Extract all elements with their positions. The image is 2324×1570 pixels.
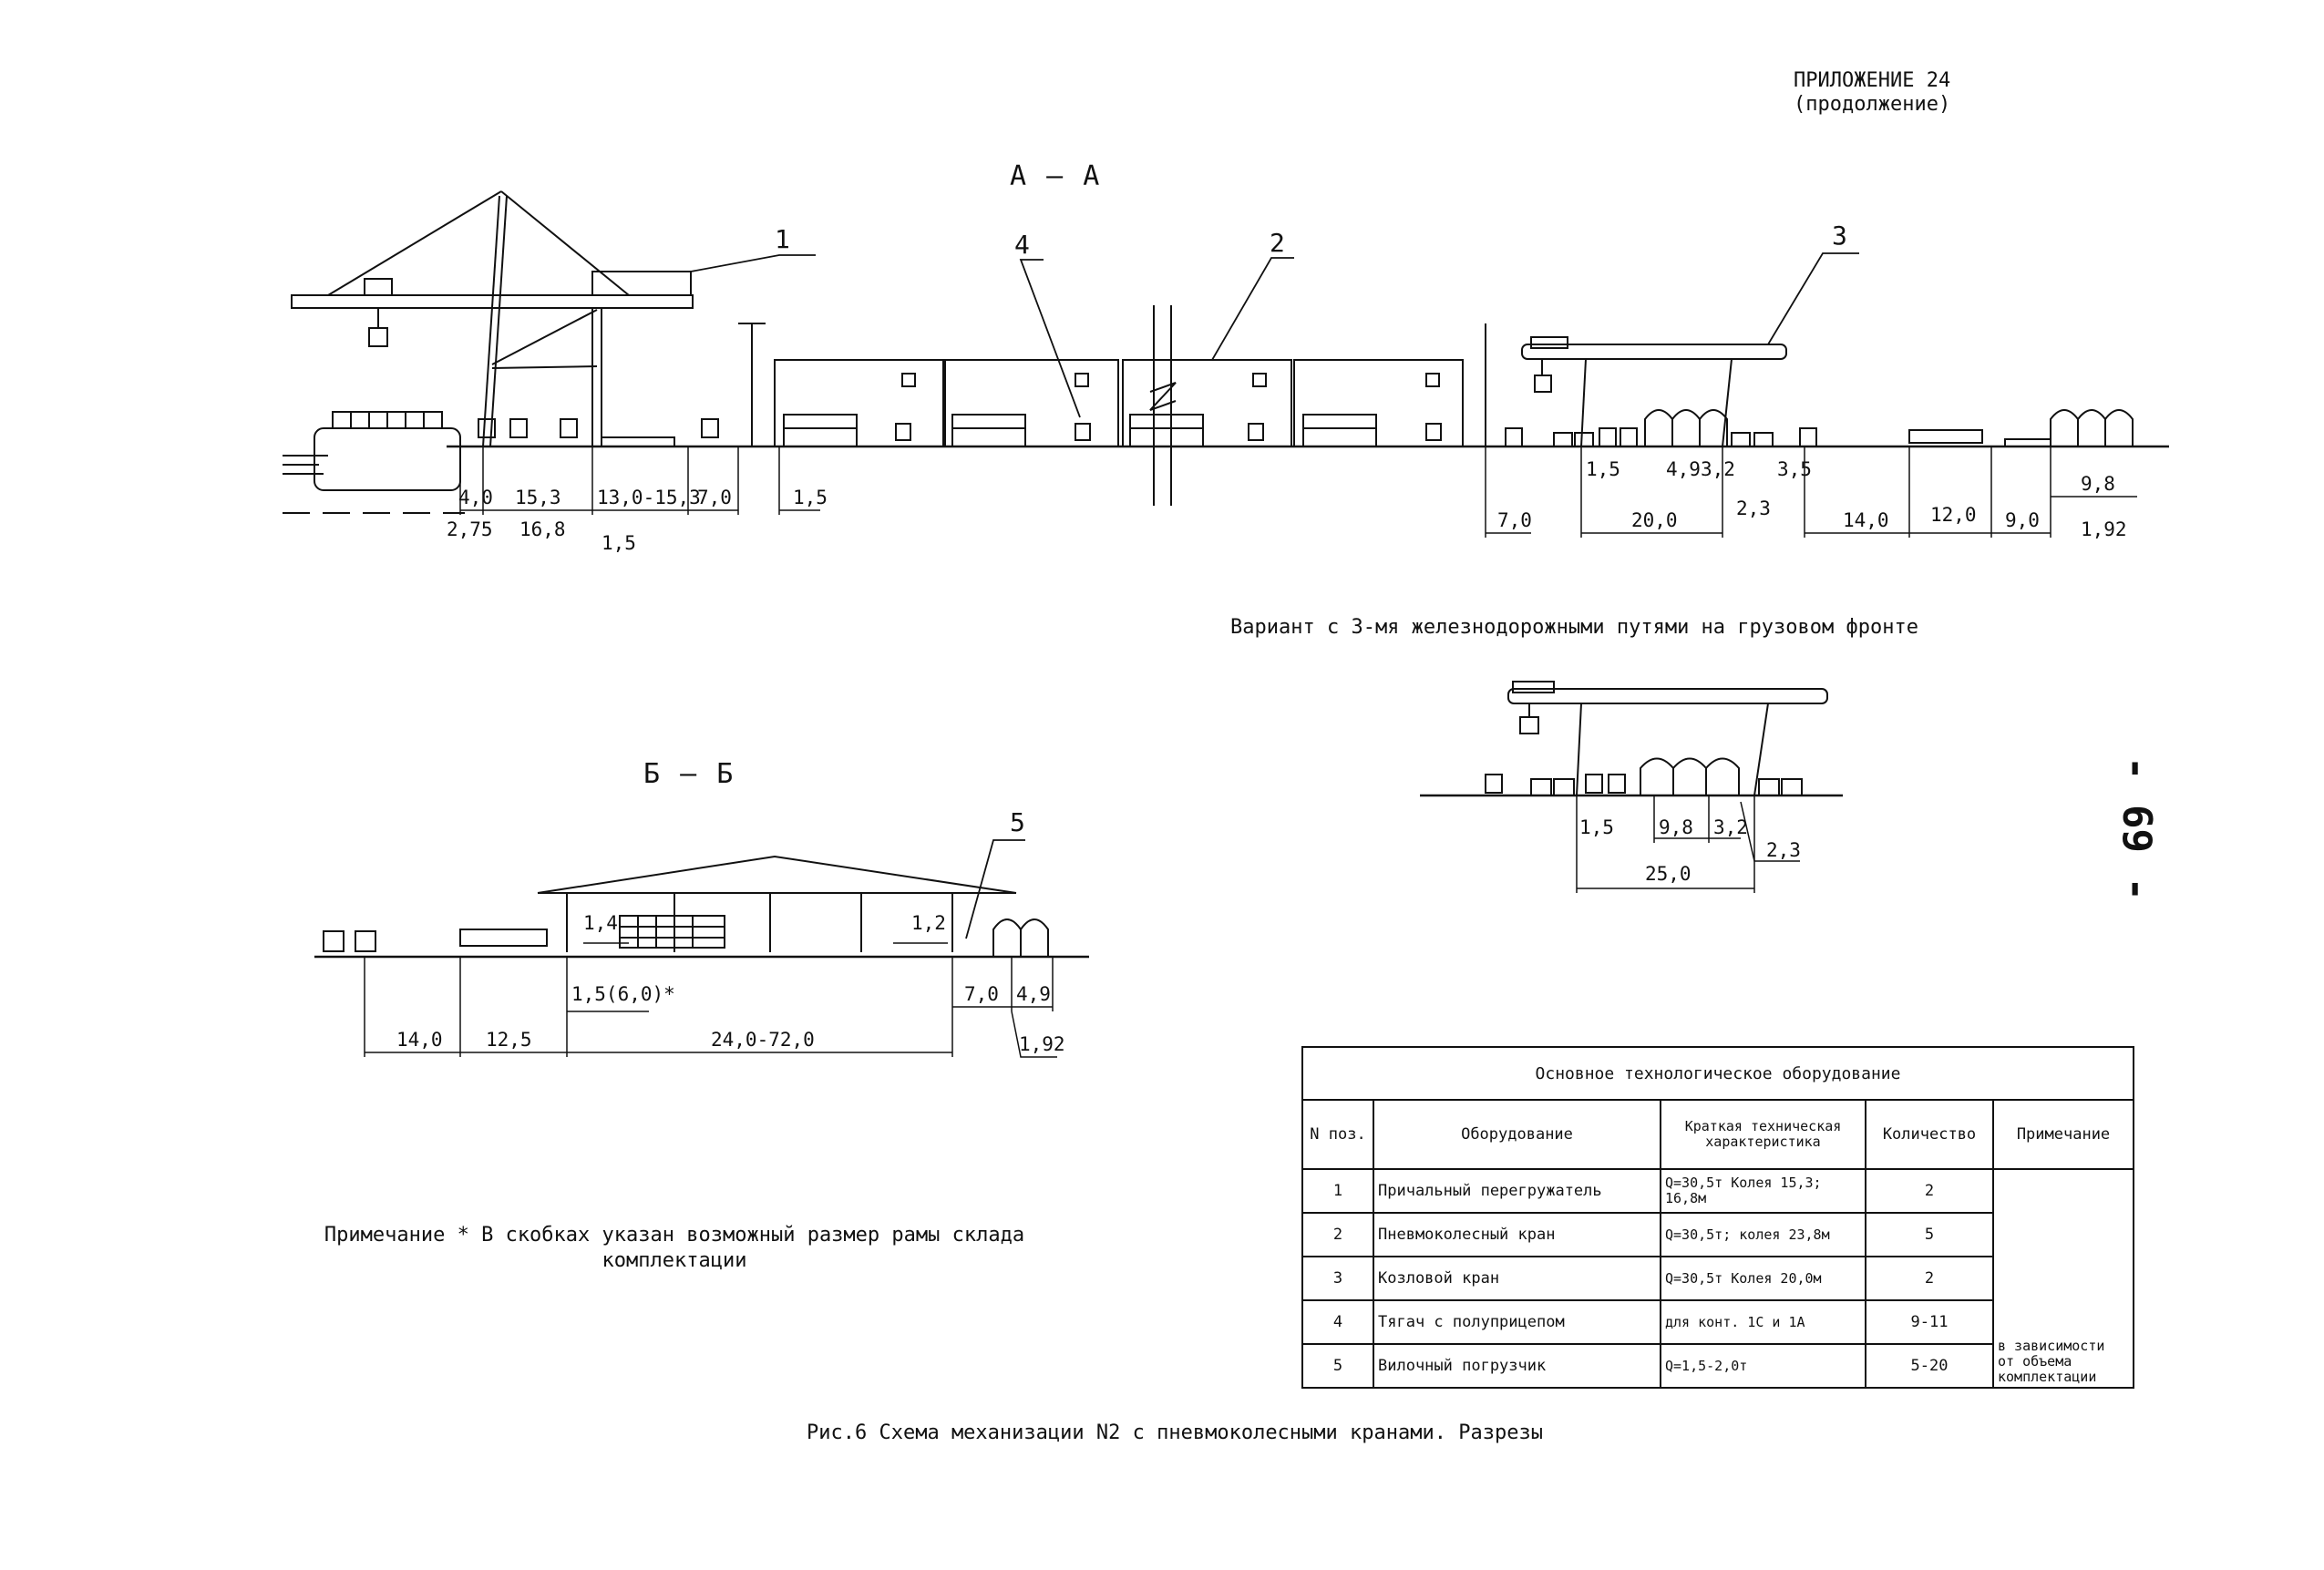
col-remark: Примечание	[1992, 1099, 2134, 1170]
row-equipment: Пневмоколесный кран	[1373, 1212, 1661, 1257]
row-spec: Q=1,5-2,0т	[1660, 1343, 1866, 1389]
appendix-header: ПРИЛОЖЕНИЕ 24 (продолжение)	[1794, 69, 1950, 117]
appendix-label: ПРИЛОЖЕНИЕ 24	[1794, 69, 1951, 92]
bb-dim: 1,5(6,0)*	[571, 983, 675, 1005]
aa-dim: 13,0-15,3	[597, 487, 701, 508]
aa-callout-leaders	[690, 252, 1859, 418]
row-qty: 2	[1865, 1168, 1994, 1214]
variant-section	[1420, 681, 1843, 893]
callout-4: 4	[1014, 230, 1030, 260]
callout-2: 2	[1270, 228, 1285, 258]
aa-dim: 1,5	[793, 487, 828, 508]
aa-dim: 1,5	[1586, 458, 1620, 480]
table-row: 3 Козловой кран Q=30,5т Колея 20,0м 2	[1301, 1256, 2134, 1301]
bb-dim: 1,2	[911, 912, 946, 934]
table-title: Основное технологическое оборудование	[1301, 1046, 2134, 1101]
row-equipment: Вилочный погрузчик	[1373, 1343, 1661, 1389]
variant-title: Вариант с 3-мя железнодорожными путями н…	[1230, 616, 1918, 639]
gantry-crane	[1521, 336, 1787, 447]
aa-dim: 2,75	[447, 518, 493, 540]
col-pos: N поз.	[1301, 1099, 1374, 1170]
aa-dim: 16,8	[519, 518, 566, 540]
variant-dim: 25,0	[1645, 863, 1692, 885]
aa-dimension-labels: 4,0 15,3 13,0-15,3 7,0 1,5 2,75 16,8 1,5…	[447, 458, 2127, 554]
row-pos: 2	[1301, 1212, 1374, 1257]
variant-dim: 2,3	[1766, 839, 1801, 861]
row-spec: Q=30,5т Колея 15,3; 16,8м	[1660, 1168, 1866, 1214]
col-equipment: Оборудование	[1373, 1099, 1661, 1170]
row-spec: для конт. 1С и 1А	[1660, 1299, 1866, 1345]
row-spec: Q=30,5т; колея 23,8м	[1660, 1212, 1866, 1257]
bb-dim: 7,0	[964, 983, 999, 1005]
row-equipment: Козловой кран	[1373, 1256, 1661, 1301]
row-equipment: Тягач с полуприцепом	[1373, 1299, 1661, 1345]
bb-dim: 14,0	[396, 1029, 443, 1051]
aa-dim: 15,3	[515, 487, 561, 508]
aa-dim: 14,0	[1843, 509, 1889, 531]
table-row: 1 Причальный перегружатель Q=30,5т Колея…	[1301, 1168, 2134, 1389]
row-qty: 5	[1865, 1212, 1994, 1257]
bb-dim: 1,4	[583, 912, 618, 934]
aa-section	[283, 190, 2169, 538]
bb-dim: 12,5	[486, 1029, 532, 1051]
row-qty: 2	[1865, 1256, 1994, 1301]
aa-dim: 3,5	[1777, 458, 1812, 480]
aa-dim: 1,92	[2081, 518, 2127, 540]
table-row: 2 Пневмоколесный кран Q=30,5т; колея 23,…	[1301, 1212, 2134, 1257]
bb-dim: 4,9	[1016, 983, 1051, 1005]
aa-dim: 4,0	[458, 487, 493, 508]
bb-dim: 1,92	[1019, 1033, 1065, 1055]
row-spec: Q=30,5т Колея 20,0м	[1660, 1256, 1866, 1301]
variant-dim: 1,5	[1579, 816, 1614, 838]
quay-crane	[291, 190, 694, 447]
section-title-bb: Б — Б	[643, 758, 735, 790]
row-qty: 5-20	[1865, 1343, 1994, 1389]
row-equipment: Причальный перегружатель	[1373, 1168, 1661, 1214]
row-remark: в зависимости от объема комплектации	[1992, 1168, 2134, 1389]
variant-dim: 9,8	[1659, 816, 1693, 838]
aa-dim: 4,9	[1666, 458, 1701, 480]
note: Примечание * В скобках указан возможный …	[264, 1223, 1085, 1274]
callout-5: 5	[1010, 807, 1025, 837]
variant-dim: 3,2	[1713, 816, 1748, 838]
aa-dim: 12,0	[1930, 504, 1977, 526]
callout-3: 3	[1832, 221, 1847, 251]
storage-sheds	[774, 359, 1464, 447]
appendix-continuation: (продолжение)	[1794, 93, 1951, 116]
aa-dim: 20,0	[1631, 509, 1678, 531]
row-pos: 4	[1301, 1299, 1374, 1345]
aa-dim: 7,0	[1497, 509, 1532, 531]
aa-dim: 9,0	[2005, 509, 2040, 531]
aa-dim: 7,0	[697, 487, 732, 508]
aa-dimension-lines	[459, 446, 2137, 538]
table-row: 4 Тягач с полуприцепом для конт. 1С и 1А…	[1301, 1299, 2134, 1345]
bb-dim: 24,0-72,0	[711, 1029, 815, 1051]
row-pos: 1	[1301, 1168, 1374, 1214]
table-row: 5 Вилочный погрузчик Q=1,5-2,0т 5-20	[1301, 1343, 2134, 1389]
row-pos: 3	[1301, 1256, 1374, 1301]
bb-dimension-labels: 1,4 1,2 1,5(6,0)* 7,0 4,9 14,0 12,5 24,0…	[396, 912, 1065, 1055]
aa-dim: 1,5	[602, 532, 636, 554]
aa-dim: 9,8	[2081, 473, 2115, 495]
col-spec: Краткая техническая характеристика	[1660, 1099, 1866, 1170]
row-qty: 9-11	[1865, 1299, 1994, 1345]
aa-dim: 3,2	[1701, 458, 1735, 480]
bb-section	[314, 839, 1089, 1058]
figure-caption: Рис.6 Схема механизации N2 с пневмоколес…	[807, 1421, 1543, 1444]
callout-1: 1	[775, 224, 790, 254]
section-title-aa: А — А	[1010, 160, 1102, 192]
variant-dimension-labels: 1,5 9,8 3,2 2,3 25,0	[1579, 816, 1801, 885]
equipment-table: Основное технологическое оборудование N …	[1301, 1046, 2134, 1389]
note-line-1: Примечание * В скобках указан возможный …	[324, 1224, 1025, 1247]
col-qty: Количество	[1865, 1099, 1994, 1170]
note-line-2: комплектации	[602, 1249, 747, 1272]
aa-dim: 2,3	[1736, 498, 1771, 519]
row-pos: 5	[1301, 1343, 1374, 1389]
